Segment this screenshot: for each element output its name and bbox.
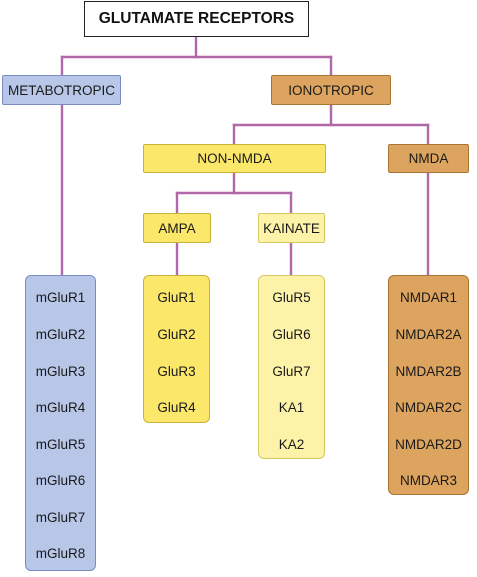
nmda-subtype-list: NMDAR1 NMDAR2A NMDAR2B NMDAR2C NMDAR2D N… xyxy=(388,275,469,495)
list-item: GluR6 xyxy=(272,327,311,342)
list-item: NMDAR3 xyxy=(399,473,457,488)
list-item: NMDAR2D xyxy=(395,437,462,452)
list-item: GluR1 xyxy=(157,290,196,305)
ampa-node: AMPA xyxy=(143,213,211,243)
metabotropic-node: METABOTROPIC xyxy=(2,75,121,105)
list-item: mGluR7 xyxy=(35,510,86,525)
list-item: NMDAR1 xyxy=(399,290,457,305)
non-nmda-node: NON-NMDA xyxy=(143,144,326,173)
list-item: mGluR5 xyxy=(35,437,86,452)
metabotropic-subtype-list: mGluR1 mGluR2 mGluR3 mGluR4 mGluR5 mGluR… xyxy=(25,275,96,571)
list-item: mGluR2 xyxy=(35,327,86,342)
list-item: NMDAR2C xyxy=(395,400,462,415)
list-item: GluR3 xyxy=(157,364,196,379)
nmda-node: NMDA xyxy=(388,144,469,173)
list-item: mGluR4 xyxy=(35,400,86,415)
list-item: GluR5 xyxy=(272,290,311,305)
kainate-node: KAINATE xyxy=(258,213,325,243)
ionotropic-node: IONOTROPIC xyxy=(271,75,391,105)
list-item: GluR7 xyxy=(272,364,311,379)
list-item: KA2 xyxy=(278,437,305,452)
list-item: GluR4 xyxy=(157,400,196,415)
list-item: mGluR3 xyxy=(35,364,86,379)
list-item: KA1 xyxy=(278,400,305,415)
list-item: NMDAR2A xyxy=(395,327,462,342)
list-item: NMDAR2B xyxy=(395,364,462,379)
list-item: mGluR8 xyxy=(35,546,86,561)
list-item: mGluR1 xyxy=(35,290,86,305)
list-item: GluR2 xyxy=(157,327,196,342)
ampa-subtype-list: GluR1 GluR2 GluR3 GluR4 xyxy=(143,275,210,423)
kainate-subtype-list: GluR5 GluR6 GluR7 KA1 KA2 xyxy=(258,275,325,459)
diagram-title: GLUTAMATE RECEPTORS xyxy=(84,1,309,37)
list-item: mGluR6 xyxy=(35,473,86,488)
